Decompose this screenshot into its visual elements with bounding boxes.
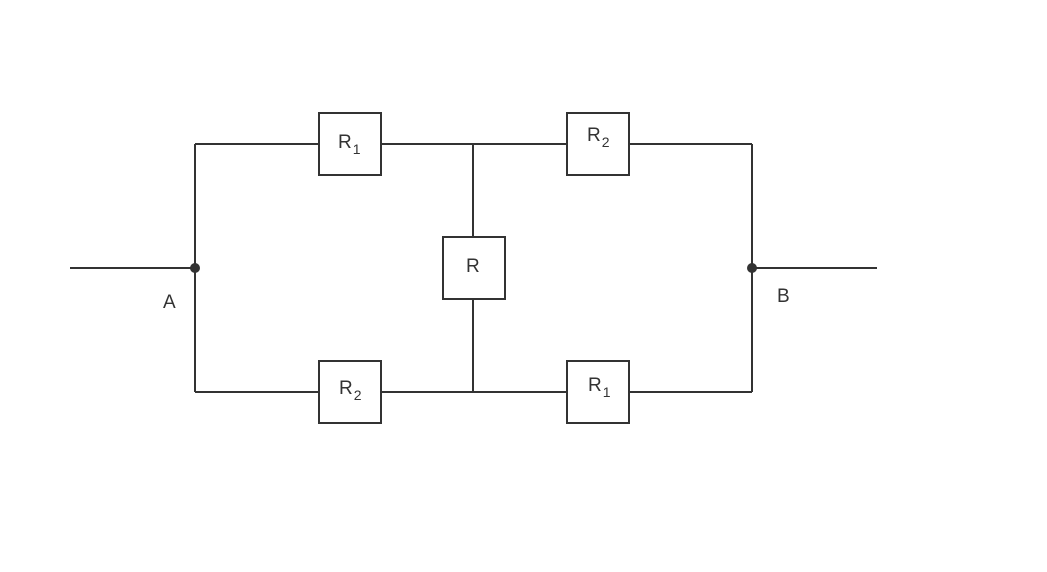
node-a-dot bbox=[190, 263, 200, 273]
resistor-middle: R bbox=[442, 236, 506, 300]
resistor-bottom-left-box bbox=[318, 360, 382, 424]
resistor-top-left: R1 bbox=[318, 112, 382, 176]
svg-text:R: R bbox=[466, 256, 480, 277]
resistor-bottom-right-label: R bbox=[588, 375, 602, 396]
resistor-bottom-left-label: R bbox=[339, 378, 353, 399]
svg-text:R2: R2 bbox=[339, 378, 362, 403]
node-b-label: B bbox=[777, 286, 790, 307]
resistor-top-right-box bbox=[566, 112, 630, 176]
svg-text:R1: R1 bbox=[338, 132, 361, 157]
resistor-middle-label: R bbox=[466, 256, 480, 277]
node-b-dot bbox=[747, 263, 757, 273]
resistor-top-right: R2 bbox=[566, 112, 630, 176]
resistor-top-left-box bbox=[318, 112, 382, 176]
resistor-bottom-right-box bbox=[566, 360, 630, 424]
resistor-top-left-label: R bbox=[338, 132, 352, 153]
svg-text:R1: R1 bbox=[588, 375, 611, 400]
resistor-top-left-subscript: 1 bbox=[353, 141, 361, 157]
resistor-middle-box bbox=[442, 236, 506, 300]
resistor-bottom-left: R2 bbox=[318, 360, 382, 424]
resistor-top-right-subscript: 2 bbox=[602, 134, 610, 150]
node-a-label: A bbox=[163, 292, 176, 313]
resistor-bottom-right: R1 bbox=[566, 360, 630, 424]
resistor-bottom-right-subscript: 1 bbox=[603, 384, 611, 400]
resistor-top-right-label: R bbox=[587, 125, 601, 146]
resistor-bottom-left-subscript: 2 bbox=[354, 387, 362, 403]
svg-text:R2: R2 bbox=[587, 125, 610, 150]
